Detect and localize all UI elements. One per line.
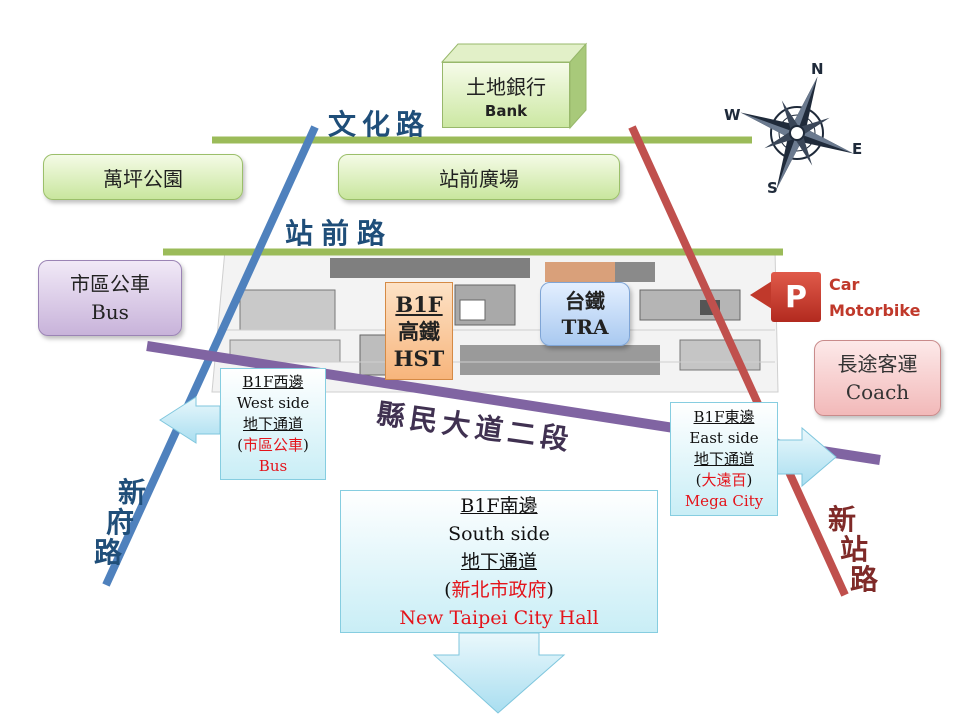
compass-e-label: E <box>852 140 863 158</box>
compass-w-label: W <box>724 106 741 124</box>
parking-label: Car Motorbike <box>829 275 921 320</box>
compass-n-label: N <box>811 60 824 78</box>
plaza-landmark: 站前廣場 <box>338 154 620 200</box>
east-exit-side: East side <box>689 428 759 447</box>
compass-rose-icon <box>740 76 854 190</box>
hst-box: B1F 高鐵 HST <box>385 282 453 380</box>
hst-zh: 高鐵 <box>398 318 440 344</box>
compass-s-label: S <box>767 179 778 197</box>
west-exit-arrow <box>159 396 221 444</box>
tra-box: 台鐵 TRA <box>540 282 630 346</box>
station-floor-plan <box>211 249 779 393</box>
zhanqian-road-label: 站前路 <box>285 217 394 250</box>
south-exit-floor: B1F南邊 <box>460 494 538 517</box>
bank-name-en: Bank <box>484 101 528 120</box>
east-exit-dest-zh: (大遠百) <box>695 470 753 489</box>
xinzhan-road-label: 新 站 路 <box>828 503 879 596</box>
west-exit-box: B1F西邊 West side 地下通道 (市區公車) Bus <box>220 368 326 480</box>
xinzhan-road-line <box>628 125 849 597</box>
city-bus-zh: 市區公車 <box>70 272 150 296</box>
parking-arrow <box>750 281 772 309</box>
coach-en: Coach <box>845 380 910 404</box>
city-bus-en: Bus <box>91 300 129 324</box>
west-exit-dest-zh: (市區公車) <box>237 435 309 454</box>
hst-floor: B1F <box>395 291 443 317</box>
east-exit-box: B1F東邊 East side 地下通道 (大遠百) Mega City <box>670 402 778 516</box>
east-exit-passage: 地下通道 <box>693 449 754 468</box>
south-exit-dest-zh: (新北市政府) <box>444 578 554 601</box>
hst-en: HST <box>393 345 445 371</box>
bank-name-zh: 土地銀行 <box>466 74 546 99</box>
south-exit-box: B1F南邊 South side 地下通道 (新北市政府) New Taipei… <box>340 490 658 633</box>
west-exit-side: West side <box>236 393 310 412</box>
south-exit-arrow <box>432 632 566 714</box>
west-exit-dest-en: Bus <box>258 456 288 475</box>
tra-en: TRA <box>561 315 609 339</box>
parking-icon: P <box>771 272 821 322</box>
tra-zh: 台鐵 <box>565 289 605 313</box>
coach-box: 長途客運 Coach <box>814 340 941 416</box>
south-exit-side: South side <box>448 522 550 545</box>
south-exit-dest-en: New Taipei City Hall <box>399 606 599 629</box>
west-exit-passage: 地下通道 <box>242 414 303 433</box>
coach-zh: 長途客運 <box>837 352 918 376</box>
bank-landmark: 土地銀行 Bank <box>442 62 570 128</box>
west-exit-floor: B1F西邊 <box>242 372 304 391</box>
east-exit-floor: B1F東邊 <box>693 407 755 426</box>
xinfu-road-label: 新 府 路 <box>94 476 147 569</box>
city-bus-box: 市區公車 Bus <box>38 260 182 336</box>
south-exit-passage: 地下通道 <box>460 550 537 573</box>
park-landmark: 萬坪公園 <box>43 154 243 200</box>
east-exit-dest-en: Mega City <box>684 491 764 510</box>
wenhua-road-label: 文化路 <box>328 108 431 141</box>
